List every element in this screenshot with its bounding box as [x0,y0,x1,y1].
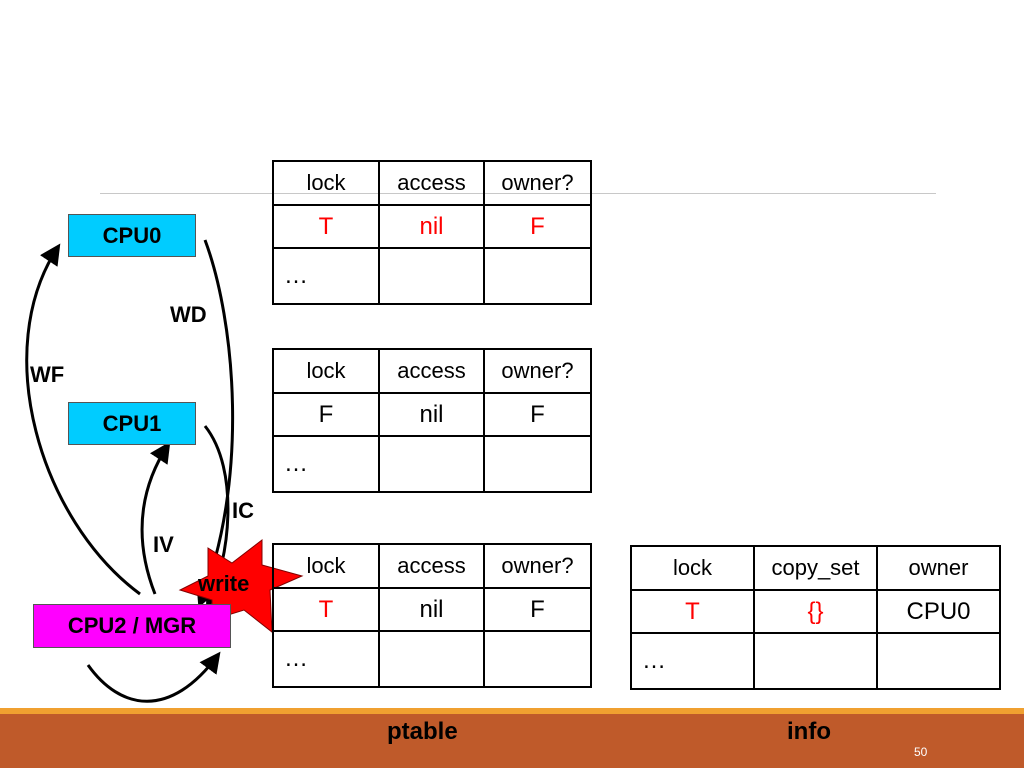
event-write: write [198,571,250,596]
ptable-cell-empty [483,435,592,493]
info-header-lock: lock [630,545,755,591]
node-cpu2-mgr-label: CPU2 / MGR [67,613,197,638]
ptable-cell-owner: F [483,587,592,632]
ptable-cell-access: nil [378,587,485,632]
ptable-cell-more: … [272,630,380,688]
label-iv: IV [153,532,174,557]
label-wf: WF [30,362,65,387]
node-cpu1: CPU1 [68,402,196,445]
ptable-cell-lock: F [272,392,380,437]
ptable-cell-access: nil [378,204,485,249]
arrow-wq [86,651,221,703]
info-cell-empty [876,632,1001,690]
label-ic: IC [232,498,254,523]
ptable-cpu2: lock access owner? T nil F … [272,543,592,688]
footer-bar [0,714,1024,768]
footer-label-info: info [787,718,831,745]
label-wd: WD [170,302,207,327]
info-cell-empty [753,632,878,690]
footer-accent-line [0,708,1024,714]
ptable-cell-empty [378,247,485,305]
info-header-owner: owner [876,545,1001,591]
ptable-header-lock: lock [272,348,380,394]
ptable-cpu0: lock access owner? T nil F … [272,160,592,305]
info-table: lock copy_set owner T {} CPU0 … [630,545,1001,690]
info-cell-lock: T [630,589,755,634]
node-cpu2-mgr: CPU2 / MGR [33,604,231,648]
info-cell-copy-set: {} [753,589,878,634]
ptable-cell-owner: F [483,204,592,249]
node-cpu0: CPU0 [68,214,196,257]
arrow-wd [196,239,235,608]
info-cell-more: … [630,632,755,690]
ptable-cell-empty [378,630,485,688]
ptable-cell-empty [483,247,592,305]
ptable-header-owner: owner? [483,543,592,589]
ptable-cell-empty [483,630,592,688]
ptable-header-access: access [378,348,485,394]
node-cpu0-label: CPU0 [102,222,162,248]
ptable-cell-lock: T [272,204,380,249]
ptable-header-access: access [378,543,485,589]
node-cpu1-label: CPU1 [102,410,162,436]
page-number: 50 [914,745,928,759]
footer-label-ptable: ptable [387,718,458,745]
info-header-copy-set: copy_set [753,545,878,591]
ptable-cell-empty [378,435,485,493]
write-burst [178,538,304,634]
arrow-wf [25,243,141,596]
ptable-header-access: access [378,160,485,206]
ptable-cpu1: lock access owner? F nil F … [272,348,592,493]
ptable-cell-access: nil [378,392,485,437]
ptable-cell-owner: F [483,392,592,437]
arrow-iv [140,441,171,595]
ptable-cell-lock: T [272,587,380,632]
ptable-cell-more: … [272,247,380,305]
ptable-cell-more: … [272,435,380,493]
info-cell-owner: CPU0 [876,589,1001,634]
ptable-header-lock: lock [272,160,380,206]
ptable-header-owner: owner? [483,348,592,394]
ptable-header-owner: owner? [483,160,592,206]
ptable-header-lock: lock [272,543,380,589]
